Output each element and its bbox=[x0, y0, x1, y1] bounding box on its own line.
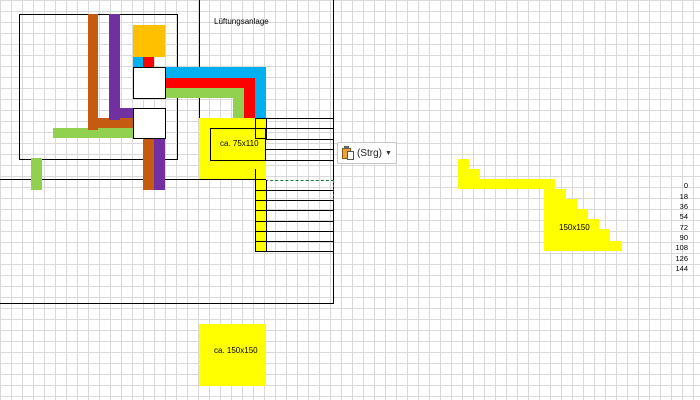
strip-left-line bbox=[255, 180, 256, 252]
paste-options-label: (Strg) bbox=[357, 147, 382, 159]
bottom-yellow-box bbox=[199, 324, 266, 386]
rust-pipe-horizontal bbox=[88, 118, 133, 128]
red-duct-vertical bbox=[244, 78, 255, 119]
connector-box-lower bbox=[133, 108, 166, 139]
stair-shape bbox=[458, 159, 622, 251]
green-duct-horizontal bbox=[165, 88, 244, 98]
chevron-down-icon: ▼ bbox=[385, 149, 392, 157]
lower-line-2 bbox=[255, 200, 334, 201]
small-box-label: ca. 75x110 bbox=[220, 139, 259, 148]
row-value: 18 bbox=[679, 192, 688, 201]
row-value: 144 bbox=[675, 264, 688, 273]
row-value: 126 bbox=[675, 254, 688, 263]
rust-pipe-vertical bbox=[88, 14, 98, 130]
rust-pipe-lower bbox=[143, 138, 154, 190]
green-duct-vertical bbox=[233, 88, 244, 119]
orange-block bbox=[133, 25, 165, 57]
lower-line-1 bbox=[255, 190, 334, 191]
row-value: 108 bbox=[675, 243, 688, 252]
stack-line-3 bbox=[266, 139, 334, 140]
frame-right-line bbox=[333, 0, 334, 304]
cyan-stub bbox=[133, 57, 143, 67]
row-value: 72 bbox=[679, 223, 688, 232]
cyan-duct-vertical bbox=[255, 67, 266, 119]
bottom-box-label: ca. 150x150 bbox=[214, 346, 258, 355]
title-label: Lüftungsanlage bbox=[214, 17, 269, 26]
paste-options-button[interactable]: (Strg) ▼ bbox=[337, 142, 397, 164]
stack-line-5 bbox=[266, 160, 334, 161]
purple-pipe-lower bbox=[154, 138, 165, 190]
strip-right-line bbox=[266, 180, 267, 252]
stack-line-2 bbox=[266, 128, 334, 129]
lower-line-4 bbox=[255, 221, 334, 222]
row-value: 90 bbox=[679, 233, 688, 242]
stack-line-4 bbox=[266, 149, 334, 150]
clipboard-paste-icon bbox=[341, 146, 355, 160]
yellow-block-bottom-line bbox=[199, 179, 266, 180]
row-value: 54 bbox=[679, 212, 688, 221]
yellow-block-right-line bbox=[255, 169, 256, 180]
green-pipe-horizontal bbox=[53, 128, 133, 138]
yellow-strip-lower bbox=[255, 180, 266, 252]
stair-shape-label: 150x150 bbox=[559, 223, 590, 232]
row-value: 0 bbox=[683, 181, 688, 190]
green-pipe-stub bbox=[31, 158, 42, 190]
lower-line-3 bbox=[255, 210, 334, 211]
red-duct-horizontal bbox=[165, 78, 255, 88]
purple-pipe-vertical bbox=[109, 14, 120, 120]
purple-pipe-horizontal bbox=[109, 108, 133, 118]
frame-bottom-line bbox=[0, 303, 334, 304]
lower-line-6 bbox=[255, 241, 334, 242]
divider-line bbox=[0, 179, 200, 180]
lower-line-5 bbox=[255, 231, 334, 232]
connector-box-upper bbox=[133, 67, 166, 99]
lower-line-7 bbox=[255, 251, 334, 252]
stack-line-1 bbox=[266, 118, 334, 119]
row-value: 36 bbox=[679, 202, 688, 211]
red-stub bbox=[143, 57, 154, 67]
cyan-duct-horizontal bbox=[165, 67, 266, 78]
small-box bbox=[210, 128, 266, 161]
